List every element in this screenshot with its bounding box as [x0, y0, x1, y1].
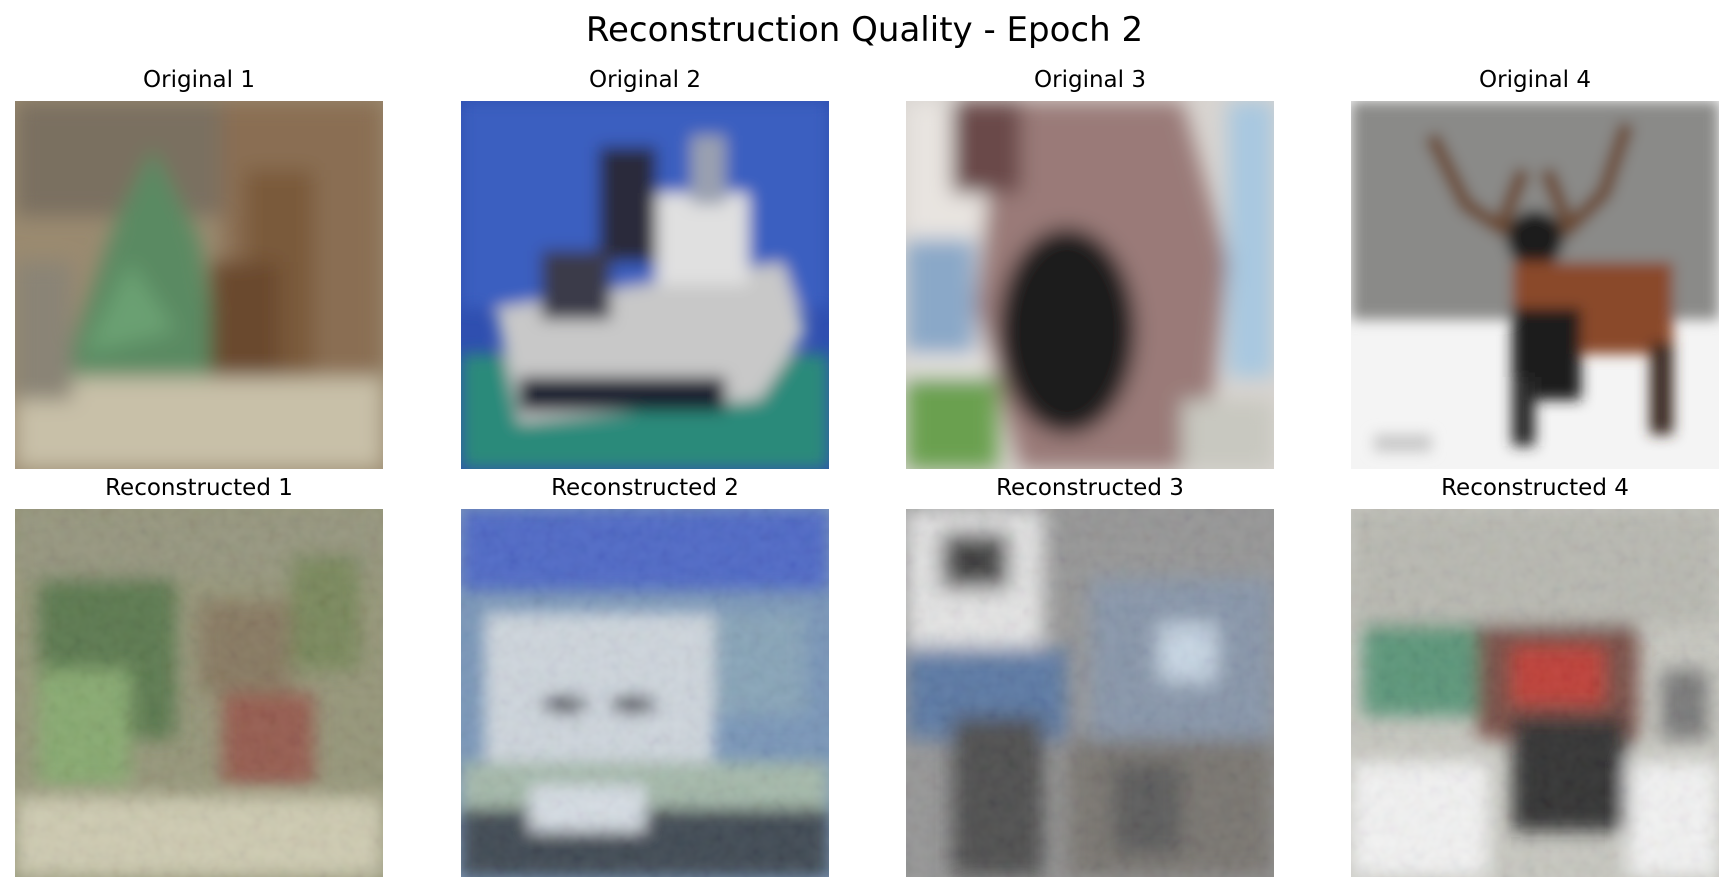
reconstructed-image-1: [15, 509, 383, 877]
original-image-2-art: [461, 101, 829, 469]
reconstructed-image-3: [906, 509, 1274, 877]
reconstructed-image-1-art: [15, 509, 383, 877]
reconstructed-image-4-art: [1351, 509, 1719, 877]
panel-title-reconstructed-2: Reconstructed 2: [551, 475, 739, 501]
reconstructed-image-2-art: [461, 509, 829, 877]
original-image-1: [15, 101, 383, 469]
panel-title-original-3: Original 3: [1034, 67, 1146, 93]
panel-title-reconstructed-4: Reconstructed 4: [1441, 475, 1629, 501]
panel-title-original-1: Original 1: [143, 67, 255, 93]
original-image-2: [461, 101, 829, 469]
panel-title-original-2: Original 2: [589, 67, 701, 93]
panel-title-original-4: Original 4: [1479, 67, 1591, 93]
original-image-1-art: [15, 101, 383, 469]
original-image-3-art: [906, 101, 1274, 469]
reconstructed-image-4: [1351, 509, 1719, 877]
original-image-3: [906, 101, 1274, 469]
original-image-4-art: [1351, 101, 1719, 469]
panel-title-reconstructed-3: Reconstructed 3: [996, 475, 1184, 501]
figure-title: Reconstruction Quality - Epoch 2: [585, 10, 1144, 50]
reconstructed-image-2: [461, 509, 829, 877]
original-image-4: [1351, 101, 1719, 469]
reconstructed-image-3-art: [906, 509, 1274, 877]
panel-title-reconstructed-1: Reconstructed 1: [105, 475, 293, 501]
